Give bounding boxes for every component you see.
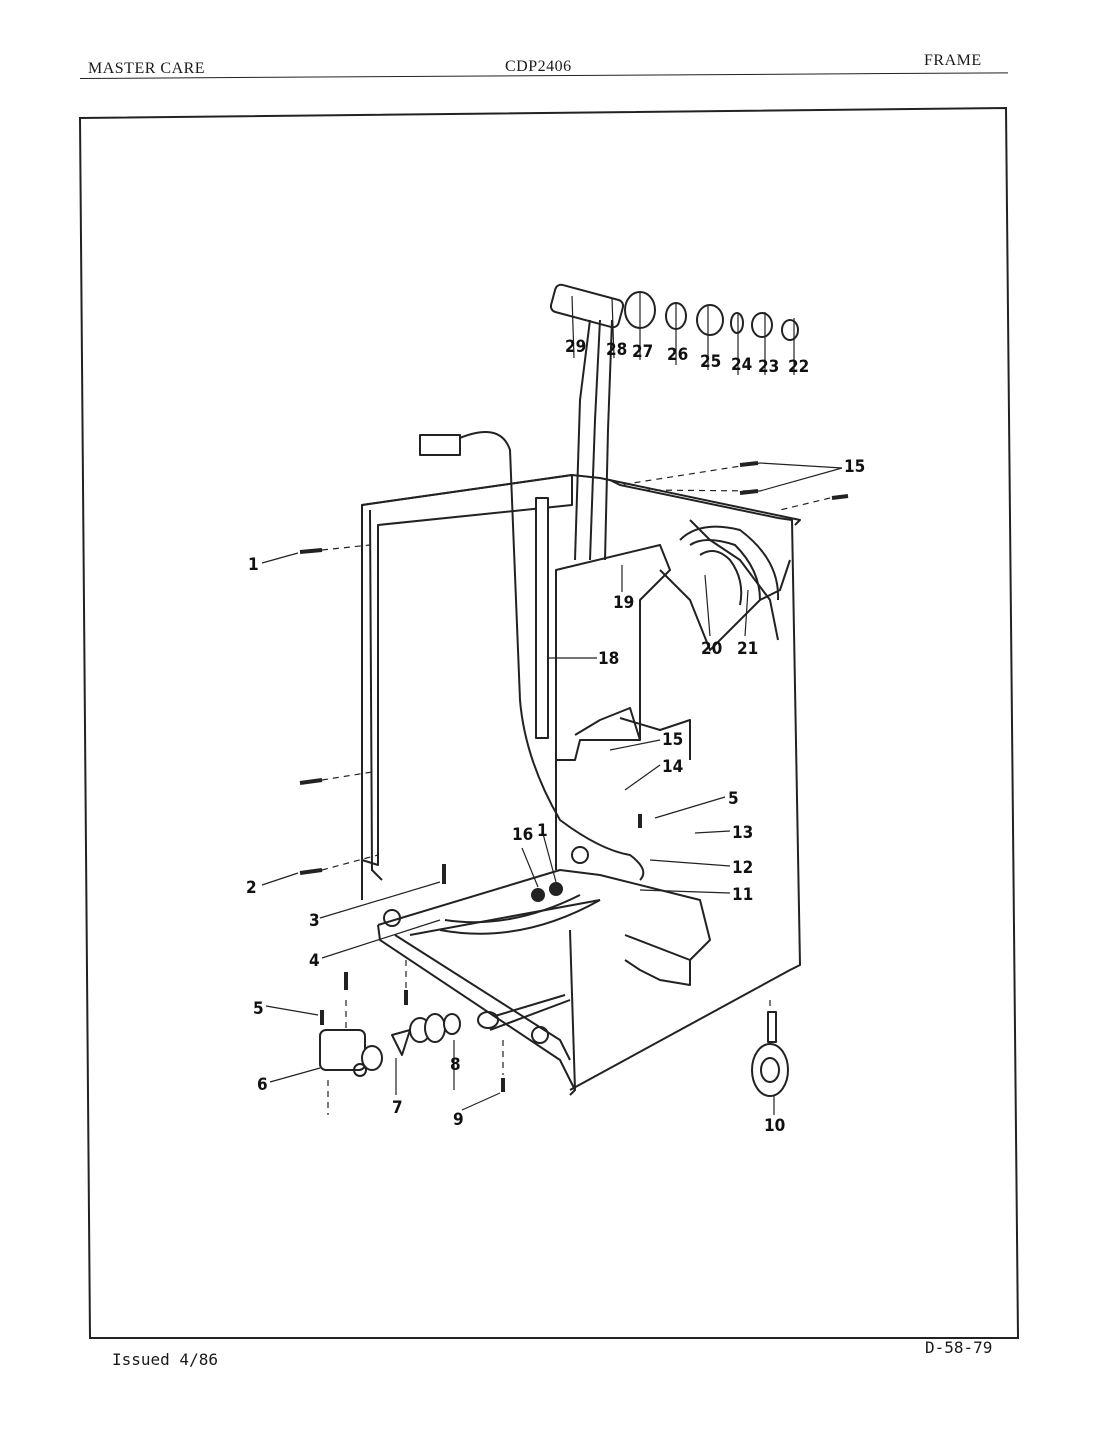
callout-5: 5 <box>253 999 264 1019</box>
callout-19: 19 <box>613 593 634 613</box>
callout-12: 12 <box>732 858 753 878</box>
base-frame-front <box>377 924 576 1096</box>
footer-issue-date: Issued 4/86 <box>112 1350 218 1369</box>
callout-10: 10 <box>764 1116 785 1136</box>
callout-6: 6 <box>257 1075 268 1095</box>
callout-25: 25 <box>700 352 721 372</box>
callout-27: 27 <box>632 342 653 362</box>
callout-26: 26 <box>667 345 688 365</box>
part-8-spring <box>424 1013 446 1043</box>
diagram-border <box>78 106 1020 1339</box>
callout-16: 16 <box>512 825 533 845</box>
callout-22: 22 <box>788 357 809 377</box>
callout-15-top: 15 <box>844 457 865 477</box>
callout-15-front: 15 <box>662 730 683 750</box>
callout-3: 3 <box>309 911 320 931</box>
header-model-number: CDP2406 <box>505 58 572 75</box>
callout-13: 13 <box>732 823 753 843</box>
callout-24: 24 <box>731 355 752 375</box>
callout-14: 14 <box>662 757 683 777</box>
footer-page-code: D-58-79 <box>925 1338 993 1357</box>
part-25 <box>696 304 724 336</box>
callout-4: 4 <box>309 951 320 971</box>
cabinet-back-panel <box>569 517 801 1091</box>
cabinet-top-rim <box>361 474 801 526</box>
caster-stem <box>767 1011 777 1043</box>
power-cord <box>454 431 645 881</box>
part-7 <box>391 1029 411 1056</box>
callout-28: 28 <box>606 340 627 360</box>
callout-23: 23 <box>758 357 779 377</box>
manifold-part-29 <box>549 283 625 329</box>
callout-8: 8 <box>450 1055 461 1075</box>
rail-part-18 <box>535 497 549 739</box>
part-23 <box>751 312 773 338</box>
header-section-title: FRAME <box>924 52 982 69</box>
callout-11: 11 <box>732 885 753 905</box>
part-22 <box>781 319 799 341</box>
base-frame-top <box>377 869 711 961</box>
callout-9: 9 <box>453 1110 464 1130</box>
callout-5-upper: 5 <box>728 789 739 809</box>
callout-7: 7 <box>392 1098 403 1118</box>
callout-1-grommet: 1 <box>537 821 548 841</box>
caster-part-10 <box>751 1043 789 1097</box>
header-brand: MASTER CARE <box>88 60 206 77</box>
callout-20: 20 <box>701 639 722 659</box>
callout-29: 29 <box>565 337 586 357</box>
callout-21: 21 <box>737 639 758 659</box>
part-24 <box>730 312 744 334</box>
callout-1: 1 <box>248 555 259 575</box>
callout-18: 18 <box>598 649 619 669</box>
plug <box>419 434 461 456</box>
callout-2: 2 <box>246 878 257 898</box>
